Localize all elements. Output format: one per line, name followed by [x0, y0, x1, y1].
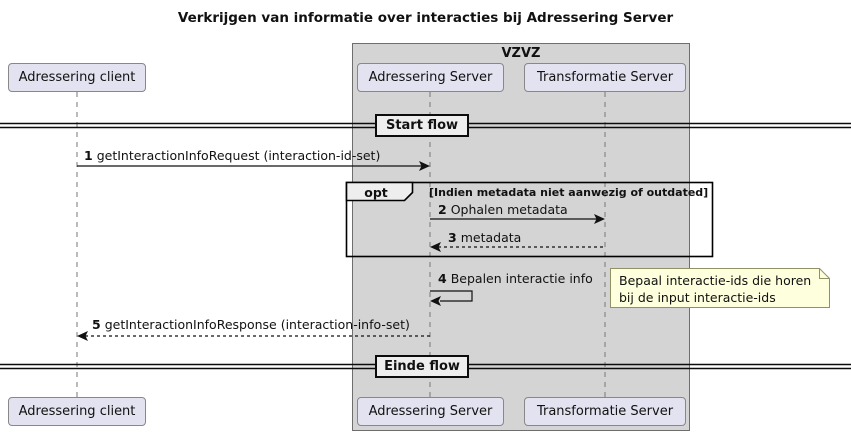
message-arrow-5 — [77, 331, 430, 341]
participant-label: Adressering client — [18, 404, 136, 419]
divider-label: Start flow — [385, 118, 459, 133]
message-arrow-4-self — [430, 290, 473, 306]
message-text: Ophalen metadata — [450, 202, 568, 217]
note-line: bij de input interactie-ids — [619, 290, 776, 305]
message-text: getInteractionInfoResponse (interaction-… — [104, 317, 410, 332]
message-arrow-3 — [430, 242, 605, 252]
opt-operator-label: opt — [364, 185, 388, 200]
opt-guard-label: [Indien metadata niet aanwezig of outdat… — [429, 186, 709, 199]
message-seq: 3 — [448, 230, 457, 245]
message-seq: 5 — [92, 317, 101, 332]
participant-adressering-client-top: Adressering client — [8, 63, 146, 92]
divider-einde-flow: Einde flow — [375, 355, 469, 378]
diagram-title: Verkrijgen van informatie over interacti… — [177, 10, 674, 26]
participant-adressering-server-bottom: Adressering Server — [357, 397, 504, 426]
group-box-label: VZVZ — [501, 46, 541, 61]
participant-label: Adressering client — [18, 70, 136, 85]
note: Bepaal interactie-ids die horen bij de i… — [619, 272, 811, 306]
participant-label: Transformatie Server — [536, 404, 674, 419]
message-text: metadata — [460, 230, 522, 245]
participant-transformatie-server-top: Transformatie Server — [524, 63, 686, 92]
participant-label: Adressering Server — [368, 70, 493, 85]
participant-adressering-client-bottom: Adressering client — [8, 397, 146, 426]
message-seq: 2 — [438, 202, 447, 217]
message-arrow-2 — [430, 214, 605, 224]
divider-label: Einde flow — [384, 359, 460, 374]
divider-start-flow: Start flow — [375, 114, 469, 137]
note-line: Bepaal interactie-ids die horen — [619, 273, 812, 288]
message-seq: 4 — [438, 271, 447, 286]
participant-transformatie-server-bottom: Transformatie Server — [524, 397, 686, 426]
participant-label: Adressering Server — [368, 404, 493, 419]
note-shape — [610, 268, 830, 308]
message-text: getInteractionInfoRequest (interaction-i… — [96, 148, 381, 163]
message-seq: 1 — [84, 148, 93, 163]
message-arrow-1 — [77, 161, 430, 171]
participant-adressering-server-top: Adressering Server — [357, 63, 504, 92]
message-text: Bepalen interactie info — [450, 271, 593, 286]
participant-label: Transformatie Server — [536, 70, 674, 85]
opt-fragment-frame — [345, 181, 714, 258]
